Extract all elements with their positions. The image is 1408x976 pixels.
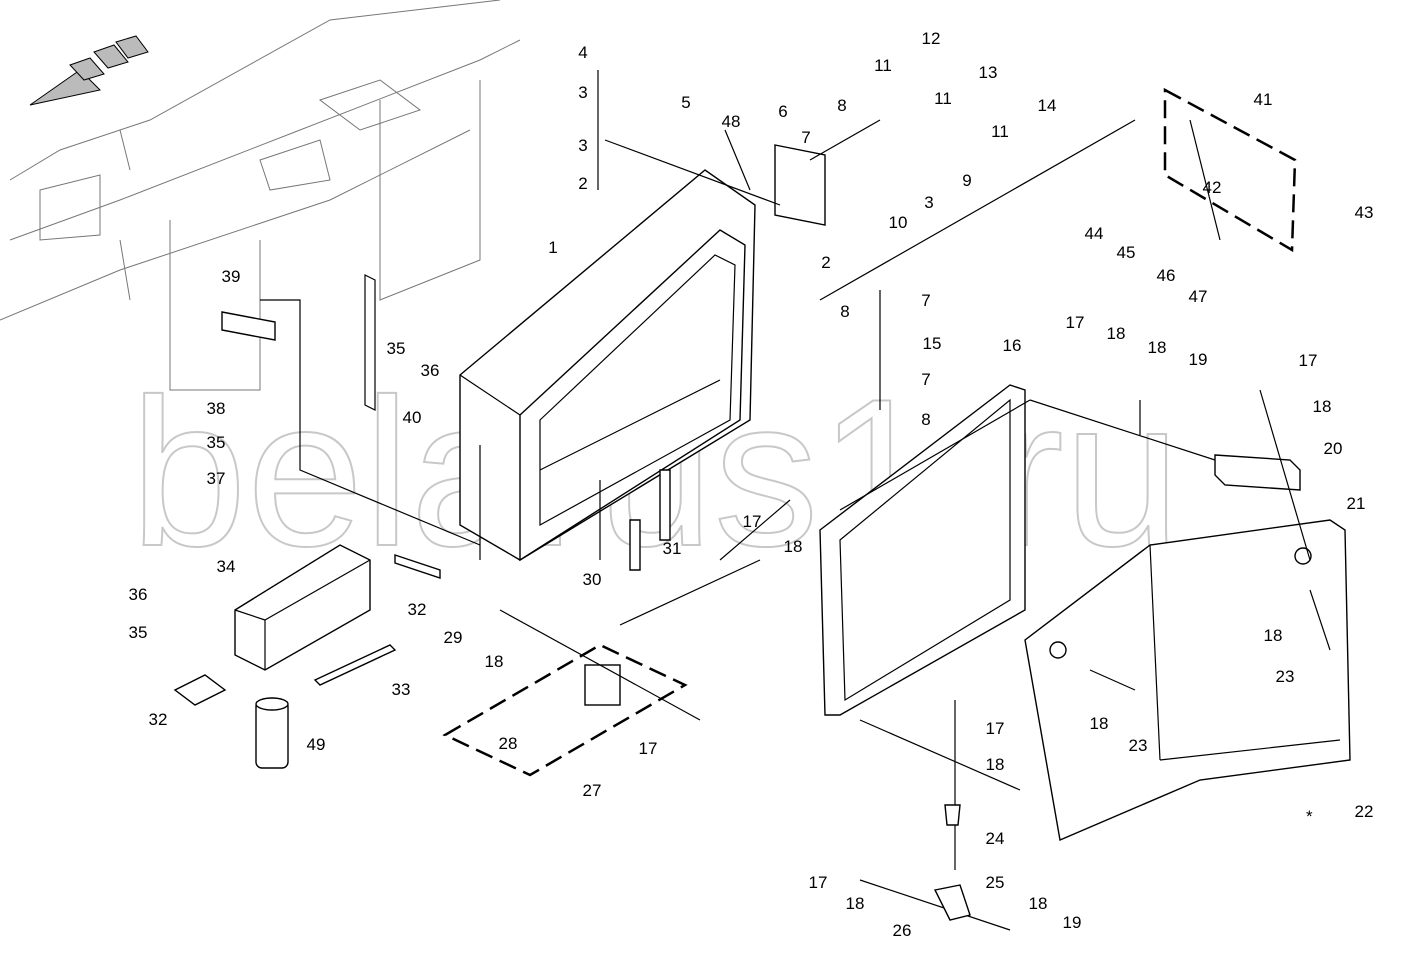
- part-label-9: 9: [962, 171, 971, 190]
- part-label-36: 36: [421, 361, 440, 380]
- part-label-17: 17: [1066, 313, 1085, 332]
- part-label-42: 42: [1203, 178, 1222, 197]
- part-label-18: 18: [784, 537, 803, 556]
- part-label-8: 8: [840, 302, 849, 321]
- part-label-18: 18: [1090, 714, 1109, 733]
- part-label-11: 11: [874, 56, 892, 75]
- part-label-38: 38: [207, 399, 226, 418]
- part-label-48: 48: [722, 112, 741, 131]
- bottle: [255, 697, 289, 769]
- part-label-37: 37: [207, 469, 226, 488]
- part-label-31: 31: [663, 539, 682, 558]
- part-label-40: 40: [403, 408, 422, 427]
- part-label-12: 12: [922, 29, 941, 48]
- part-label-7: 7: [921, 370, 930, 389]
- part-label-1: 1: [548, 238, 557, 257]
- part-label-22: 22: [1355, 802, 1374, 821]
- part-label-35: 35: [207, 433, 226, 452]
- part-label-32: 32: [149, 710, 168, 729]
- part-label-5: 5: [681, 93, 690, 112]
- part-label-43: 43: [1355, 203, 1374, 222]
- part-label-6: 6: [778, 102, 787, 121]
- battery-box: [459, 169, 756, 562]
- part-label-18: 18: [1029, 894, 1048, 913]
- part-label-3: 3: [924, 193, 933, 212]
- part-label-30: 30: [583, 570, 602, 589]
- part-label-25: 25: [986, 873, 1005, 892]
- part-label-20: 20: [1324, 439, 1343, 458]
- part-label-2: 2: [821, 253, 830, 272]
- part-label-8: 8: [921, 410, 930, 429]
- part-label-26: 26: [893, 921, 912, 940]
- part-label-16: 16: [1003, 336, 1022, 355]
- box-frame: [819, 384, 1026, 716]
- part-label-8: 8: [837, 96, 846, 115]
- part-label-18: 18: [1313, 397, 1332, 416]
- part-label-19: 19: [1063, 913, 1082, 932]
- relay-group-outline: [442, 643, 688, 777]
- part-label-46: 46: [1157, 266, 1176, 285]
- part-label-32: 32: [408, 600, 427, 619]
- part-label-23: 23: [1276, 667, 1295, 686]
- part-label-36: 36: [129, 585, 148, 604]
- bracket-40: [364, 274, 376, 411]
- part-label-21: 21: [1347, 494, 1366, 513]
- part-label-27: 27: [583, 781, 602, 800]
- part-label-41: 41: [1254, 90, 1273, 109]
- switch-group-outline: [1163, 87, 1297, 253]
- part-label-13: 13: [979, 63, 998, 82]
- note-asterisk: *: [1306, 807, 1313, 826]
- part-label-18: 18: [1107, 324, 1126, 343]
- part-label-15: 15: [923, 334, 942, 353]
- part-label-34: 34: [217, 557, 236, 576]
- part-label-35: 35: [387, 339, 406, 358]
- part-label-17: 17: [639, 739, 658, 758]
- part-label-3: 3: [578, 83, 587, 102]
- relay: [584, 664, 621, 706]
- part-label-39: 39: [222, 267, 241, 286]
- part-label-4: 4: [578, 43, 587, 62]
- part-label-47: 47: [1189, 287, 1208, 306]
- spacer-bar: [1214, 454, 1301, 491]
- part-label-28: 28: [499, 734, 518, 753]
- part-label-23: 23: [1129, 736, 1148, 755]
- grommet-plate: [774, 144, 826, 226]
- part-label-2: 2: [578, 174, 587, 193]
- part-label-18: 18: [1148, 338, 1167, 357]
- part-label-11: 11: [991, 122, 1009, 141]
- part-label-18: 18: [485, 652, 504, 671]
- part-label-19: 19: [1189, 350, 1208, 369]
- part-label-14: 14: [1038, 96, 1057, 115]
- part-label-17: 17: [809, 873, 828, 892]
- part-label-24: 24: [986, 829, 1005, 848]
- part-label-17: 17: [986, 719, 1005, 738]
- battery: [234, 544, 371, 671]
- part-label-11: 11: [934, 89, 952, 108]
- part-label-17: 17: [1299, 351, 1318, 370]
- part-label-35: 35: [129, 623, 148, 642]
- part-label-18: 18: [1264, 626, 1283, 645]
- tractor-frame: [0, 0, 521, 391]
- part-label-33: 33: [392, 680, 411, 699]
- part-label-17: 17: [743, 512, 762, 531]
- part-label-45: 45: [1117, 243, 1136, 262]
- part-label-3: 3: [578, 136, 587, 155]
- box-cover: [1024, 519, 1351, 841]
- part-label-44: 44: [1085, 224, 1104, 243]
- part-label-7: 7: [921, 291, 930, 310]
- part-label-29: 29: [444, 628, 463, 647]
- part-label-49: 49: [307, 735, 326, 754]
- part-label-18: 18: [986, 755, 1005, 774]
- part-label-18: 18: [846, 894, 865, 913]
- direction-arrow-icon: [29, 35, 149, 106]
- part-label-10: 10: [889, 213, 908, 232]
- part-label-7: 7: [801, 128, 810, 147]
